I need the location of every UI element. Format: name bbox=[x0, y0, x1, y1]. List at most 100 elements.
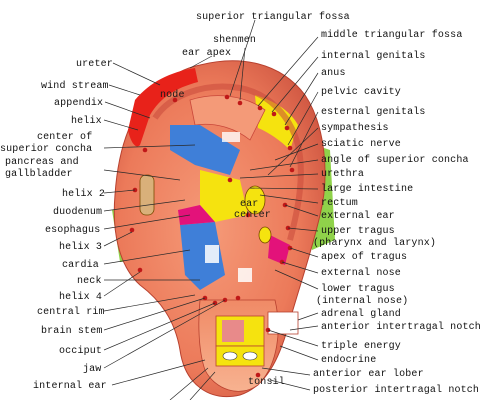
leader-line bbox=[103, 302, 216, 351]
leader-line bbox=[281, 261, 319, 274]
leader-line bbox=[103, 214, 191, 230]
leader-line bbox=[103, 294, 196, 312]
label-internal-ear: internal ear bbox=[33, 380, 107, 392]
label-superior-concha: superior concha bbox=[0, 143, 92, 155]
label-occiput: occiput bbox=[59, 345, 102, 357]
label-neck: neck bbox=[77, 275, 102, 287]
label-duodenum: duodenum bbox=[53, 206, 102, 218]
lobe-box-eye bbox=[215, 345, 265, 367]
tonsil-label: tonsil bbox=[248, 376, 285, 388]
node-label: node bbox=[160, 89, 185, 101]
leader-line bbox=[249, 187, 319, 190]
leader-line bbox=[287, 91, 319, 146]
leader-line bbox=[274, 143, 319, 161]
acupoint-dot bbox=[287, 145, 293, 151]
ear-illustration: node ear center tonsil bbox=[112, 60, 335, 397]
leader-line bbox=[111, 359, 206, 386]
leader-line bbox=[103, 119, 139, 131]
yellow-zone-upper bbox=[255, 95, 298, 150]
organ-illus-3 bbox=[238, 268, 252, 282]
organ-illus-4 bbox=[244, 185, 266, 215]
label-apex-tragus: apex of tragus bbox=[321, 251, 407, 263]
label-anus: anus bbox=[321, 68, 346, 79]
leader-line bbox=[103, 271, 141, 297]
label-central-rim: central rim bbox=[37, 306, 105, 318]
label-endocrine: endocrine bbox=[321, 354, 376, 366]
concha-yellow bbox=[200, 170, 248, 222]
leader-line bbox=[103, 169, 181, 181]
label-external-nose: external nose bbox=[321, 267, 401, 279]
leader-line bbox=[103, 231, 133, 247]
label-triple-energy: triple energy bbox=[321, 340, 401, 352]
leader-line bbox=[274, 269, 319, 290]
leader-line bbox=[289, 247, 319, 258]
triangular-fossa bbox=[189, 95, 266, 141]
leader-line bbox=[271, 56, 319, 113]
concha-blue-lower bbox=[180, 222, 225, 290]
label-wind-stream: wind stream bbox=[41, 80, 109, 92]
leader-line bbox=[239, 47, 246, 101]
acupoint-dot bbox=[172, 97, 178, 103]
label-esternal-genitals: esternal genitals bbox=[321, 106, 426, 118]
acupoint-dot bbox=[235, 295, 241, 301]
leader-line bbox=[169, 367, 209, 400]
leader-line bbox=[189, 55, 213, 69]
label-shenmen: shenmen bbox=[213, 34, 256, 46]
acupoint-dot bbox=[271, 111, 277, 117]
label-brain-stem: brain stem bbox=[41, 325, 103, 337]
label-helix: helix bbox=[71, 115, 102, 127]
label-superior-triangular-fossa: superior triangular fossa bbox=[196, 11, 350, 23]
acupoint-dot bbox=[227, 177, 233, 183]
labels-left: ureter wind stream appendix helix center… bbox=[0, 59, 113, 392]
label-appendix: appendix bbox=[54, 97, 103, 109]
acupoint-dot bbox=[137, 267, 143, 273]
leader-line bbox=[267, 329, 319, 347]
leader-line bbox=[287, 227, 319, 232]
label-helix-2: helix 2 bbox=[62, 188, 105, 200]
leader-line bbox=[284, 72, 319, 126]
label-upper-tragus: upper tragus bbox=[321, 226, 395, 237]
organ-illus-5 bbox=[258, 226, 272, 244]
leader-line bbox=[289, 325, 319, 331]
label-anterior-ear-lober: anterior ear lober bbox=[313, 368, 424, 380]
label-internal-genitals: internal genitals bbox=[321, 50, 426, 62]
organ-illus-2 bbox=[205, 245, 219, 263]
leader-line bbox=[259, 194, 319, 204]
leader-line bbox=[103, 249, 191, 265]
label-external-ear: external ear bbox=[321, 210, 395, 222]
label-cardia: cardia bbox=[62, 259, 99, 271]
label-sympathesis: sympathesis bbox=[321, 122, 389, 134]
label-jaw: jaw bbox=[83, 363, 101, 375]
leader-lines bbox=[103, 19, 319, 400]
leader-line bbox=[189, 371, 216, 400]
label-helix-4: helix 4 bbox=[59, 291, 102, 303]
organ-illus-1 bbox=[222, 132, 240, 142]
label-pharynx-larynx: (pharynx and larynx) bbox=[313, 237, 436, 249]
leader-line bbox=[112, 62, 161, 86]
magenta-zone-2 bbox=[268, 235, 290, 265]
leader-line bbox=[103, 199, 186, 212]
leader-line bbox=[257, 36, 319, 107]
leader-line bbox=[267, 127, 319, 176]
acupoint-dot bbox=[257, 105, 263, 111]
label-gallbladder: gallbladder bbox=[5, 168, 73, 180]
acupoint-dot bbox=[284, 125, 290, 131]
lobe-eye-left bbox=[222, 351, 238, 361]
magenta-zone-1 bbox=[178, 205, 215, 225]
label-rectum: rectum bbox=[321, 198, 358, 209]
label-posterior-intertragal-notch: posterior intertragal notch bbox=[313, 384, 479, 396]
lobe-eye-right bbox=[242, 351, 258, 361]
label-center-of: center of bbox=[37, 131, 92, 143]
leader-line bbox=[261, 367, 311, 376]
leader-line bbox=[103, 297, 206, 331]
ear-center-label-line1: ear bbox=[240, 199, 258, 210]
lobe-box-tongue bbox=[222, 320, 244, 342]
label-sciatic-nerve: sciatic nerve bbox=[321, 138, 401, 150]
label-ureter: ureter bbox=[76, 59, 113, 70]
label-urethra: urethra bbox=[321, 168, 364, 180]
labels-right: middle triangular fossa internal genital… bbox=[313, 29, 481, 396]
acupoint-dot bbox=[224, 94, 230, 100]
leader-line bbox=[103, 189, 136, 194]
acupoint-dot bbox=[245, 212, 251, 218]
